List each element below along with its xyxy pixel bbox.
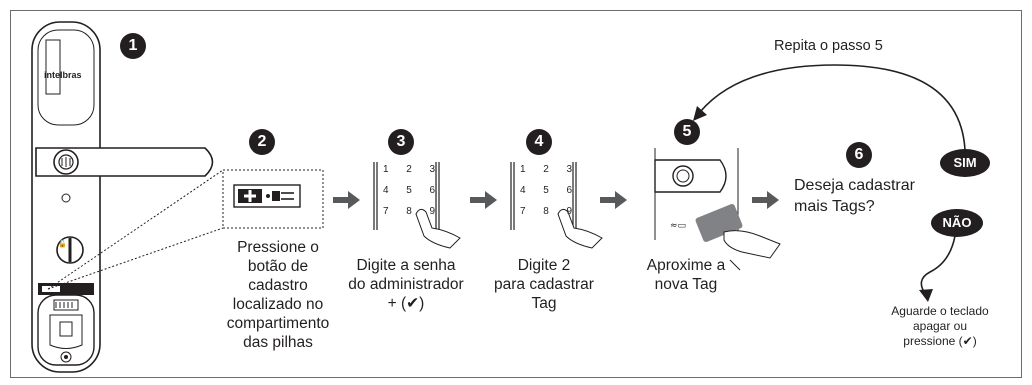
key-9: 9 <box>429 206 435 217</box>
key-3: 3 <box>429 164 435 175</box>
key-2: 2 <box>543 164 549 175</box>
key-8: 8 <box>406 206 412 217</box>
step-5-caption: Aproxime a nova Tag <box>646 257 726 293</box>
key-5: 5 <box>406 185 412 196</box>
step-6-badge: 6 <box>846 142 872 168</box>
key-4: 4 <box>383 185 389 196</box>
key-4: 4 <box>520 185 526 196</box>
yes-option: SIM <box>940 149 990 177</box>
keypad-step-4: 1 2 3 4 5 6 7 8 9 <box>520 164 572 227</box>
key-9: 9 <box>566 206 572 217</box>
svg-text:≈▭: ≈▭ <box>670 221 686 231</box>
key-6: 6 <box>429 185 435 196</box>
step-1-badge: 1 <box>120 33 146 59</box>
key-7: 7 <box>383 206 389 217</box>
key-1: 1 <box>520 164 526 175</box>
no-caption: Aguarde o teclado apagar ou pressione (✔… <box>891 304 989 348</box>
key-5: 5 <box>543 185 549 196</box>
no-option: NÃO <box>931 209 983 237</box>
key-2: 2 <box>406 164 412 175</box>
keypad-step-3: 1 2 3 4 5 6 7 8 9 <box>383 164 435 227</box>
key-1: 1 <box>383 164 389 175</box>
repeat-step-label: Repita o passo 5 <box>774 38 883 54</box>
key-8: 8 <box>543 206 549 217</box>
step-2-badge: 2 <box>249 129 275 155</box>
brand-logo: intelbras <box>44 70 82 80</box>
diagram-frame <box>10 10 1022 378</box>
step-5-badge: 5 <box>674 119 700 145</box>
step-3-badge: 3 <box>388 129 414 155</box>
step-4-caption: Digite 2 para cadastrar Tag <box>494 257 594 312</box>
key-6: 6 <box>566 185 572 196</box>
key-7: 7 <box>520 206 526 217</box>
step-6-question: Deseja cadastrar mais Tags? <box>794 177 915 215</box>
key-3: 3 <box>566 164 572 175</box>
step-3-caption: Digite a senha do administrador + (✔) <box>348 257 464 312</box>
svg-text:🔓: 🔓 <box>58 239 67 248</box>
step-4-badge: 4 <box>526 129 552 155</box>
step-2-caption: Pressione o botão de cadastro localizado… <box>226 239 330 351</box>
